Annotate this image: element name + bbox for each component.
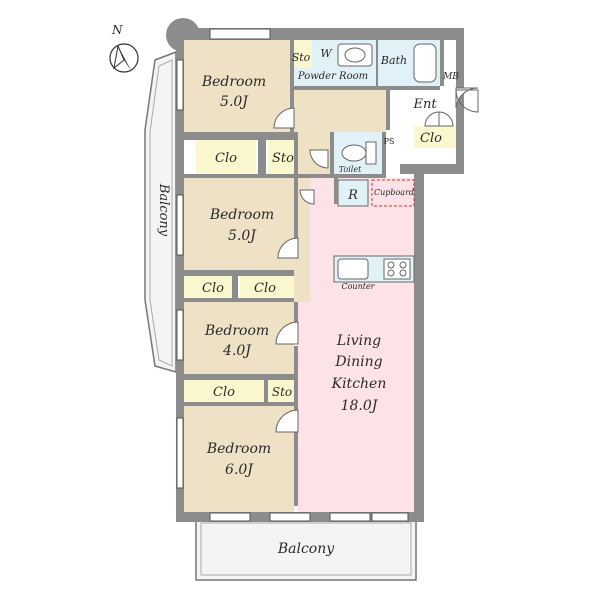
mb-label: MB — [442, 72, 459, 82]
closet-b-label: Clo — [202, 281, 224, 296]
ldk-line-1: Living — [336, 333, 381, 349]
windows — [176, 28, 409, 522]
bedroom-1-name: Bedroom — [201, 74, 266, 90]
sto-hall-label: Sto — [272, 151, 294, 166]
kitchen-counter-icon — [333, 255, 415, 283]
closet-d-label: Clo — [213, 385, 235, 400]
ldk-line-2: Dining — [334, 354, 382, 370]
floors — [184, 40, 456, 512]
bath-label: Bath — [380, 54, 407, 67]
closet-a-floor — [196, 140, 256, 174]
bedroom-2-size: 5.0J — [228, 228, 257, 244]
ldk-floor — [298, 178, 414, 512]
ldk-line-3: Kitchen — [331, 376, 387, 392]
closet-b-floor — [184, 276, 232, 298]
fixtures — [109, 43, 437, 283]
bedroom-2-floor — [184, 178, 294, 270]
south-balcony-label: Balcony — [277, 541, 335, 557]
sto-bed4-floor — [268, 380, 294, 402]
west-balcony-label: Balcony — [156, 183, 171, 237]
closet-entry-label: Clo — [420, 131, 442, 146]
door-swings — [273, 87, 479, 433]
sto-hall-floor — [268, 140, 294, 174]
labels: N Balcony Balcony Bedroom 5.0J Bedroom 5… — [111, 23, 459, 557]
south-balcony — [195, 517, 417, 581]
bedroom-1-size: 5.0J — [220, 94, 249, 110]
counter-label: Counter — [341, 282, 375, 291]
toilet-icon — [341, 141, 377, 165]
refrigerator-label: R — [347, 188, 358, 203]
bedroom-4-floor — [184, 406, 294, 512]
bedroom-3-floor — [184, 302, 294, 374]
cupboard-label: Cupboard — [374, 188, 414, 197]
bedroom-3-size: 4.0J — [222, 343, 252, 359]
ps-label: PS — [384, 137, 395, 146]
entrance-label: Ent — [412, 97, 437, 112]
bedroom-4-name: Bedroom — [206, 441, 271, 457]
closet-c-floor — [240, 276, 294, 298]
toilet-label: Toilet — [339, 165, 362, 174]
bedroom-3-name: Bedroom — [204, 323, 269, 339]
cupboard-area — [371, 179, 415, 207]
sto-powder-floor — [290, 40, 312, 68]
entry-closet-floor — [414, 126, 456, 148]
north-compass-icon — [109, 43, 139, 73]
bedroom-1-floor — [184, 40, 290, 132]
bedroom-4-size: 6.0J — [225, 462, 254, 478]
bedroom-2-name: Bedroom — [209, 207, 274, 223]
powder-room-label: Powder Room — [297, 71, 368, 82]
closet-d-floor — [184, 380, 264, 402]
washer-label: W — [320, 47, 333, 60]
ldk-size: 18.0J — [341, 398, 379, 414]
north-label: N — [111, 23, 123, 37]
sto-bed4-label: Sto — [272, 385, 292, 399]
refrigerator-floor — [337, 179, 369, 207]
sto-powder-label: Sto — [292, 51, 311, 64]
closet-a-label: Clo — [215, 151, 237, 166]
closet-c-label: Clo — [254, 281, 276, 296]
bathtub-icon — [413, 43, 437, 83]
